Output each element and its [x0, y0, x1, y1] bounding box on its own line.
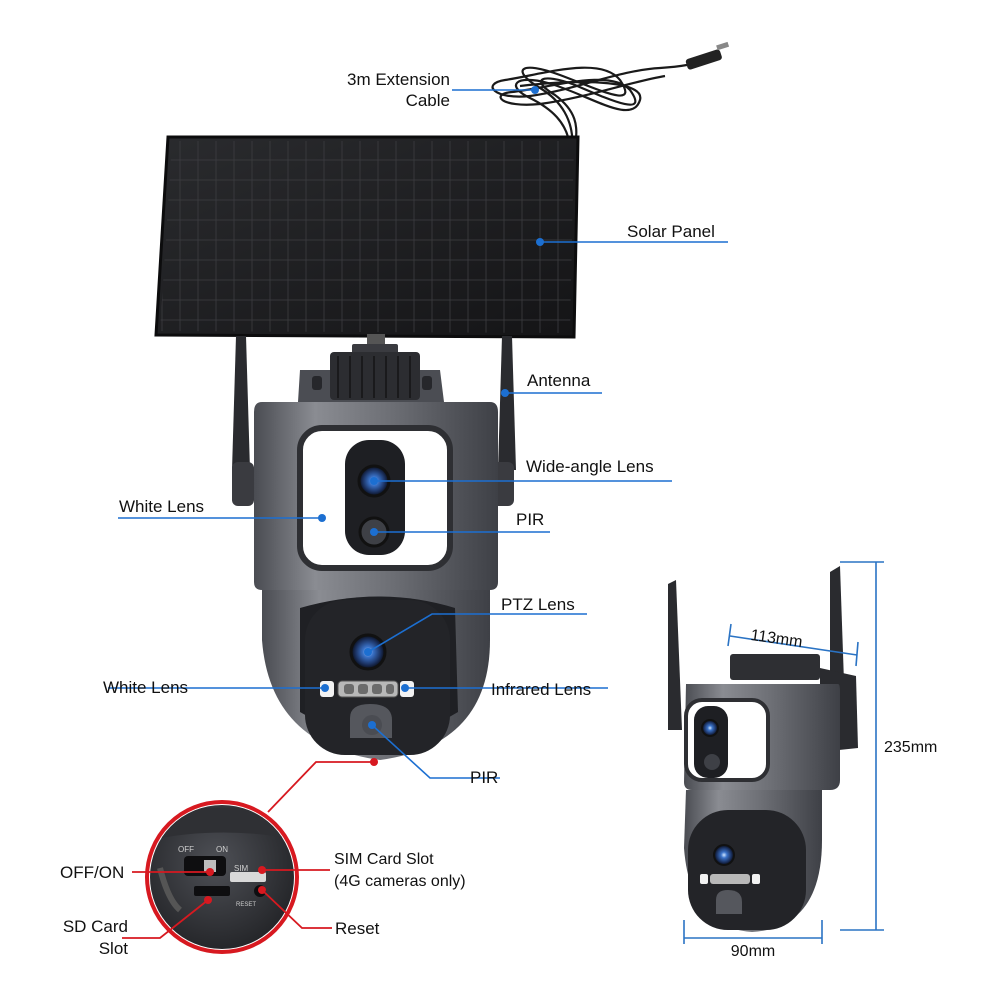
device-on-text: ON [216, 845, 228, 854]
callout-lines [108, 89, 728, 779]
camera-mount [298, 334, 444, 402]
camera-body [254, 402, 498, 760]
label-pir-top: PIR [516, 510, 545, 529]
label-sim-line1: SIM Card Slot [334, 851, 434, 868]
label-solar-panel: Solar Panel [627, 222, 715, 241]
dimension-width-bottom: 90mm [730, 943, 776, 960]
cable-connector [685, 49, 722, 70]
extension-cable [491, 56, 719, 158]
label-sd-line2: Slot [98, 939, 128, 958]
callout-dots [318, 86, 544, 729]
label-pir-bottom: PIR [470, 768, 499, 787]
label-sim-line2: (4G cameras only) [334, 873, 466, 890]
label-sd-line1: SD Card [62, 917, 128, 936]
label-infrared-lens: Infrared Lens [491, 680, 592, 699]
label-antenna: Antenna [527, 371, 591, 390]
dimension-height: 235mm [884, 739, 938, 756]
label-reset: Reset [335, 919, 380, 938]
solar-panel [154, 135, 580, 339]
label-white-lens-bottom: White Lens [103, 678, 189, 697]
device-sim-text: SIM [234, 864, 249, 873]
device-off-text: OFF [178, 845, 194, 854]
label-wide-angle-lens: Wide-angle Lens [526, 457, 654, 476]
red-callout-lines [122, 761, 374, 939]
label-cable-line2: Cable [405, 91, 450, 110]
dimension-lines [683, 561, 884, 944]
label-cable-line1: 3m Extension [347, 70, 450, 89]
device-reset-text: RESET [236, 902, 256, 908]
label-ptz-lens: PTZ Lens [501, 595, 575, 614]
red-callout-dots [204, 758, 378, 904]
label-off-on: OFF/ON [60, 863, 125, 882]
side-view-camera [668, 566, 858, 932]
bottom-detail-zoom: OFF ON SIM RESET [145, 800, 299, 954]
label-white-lens-top: White Lens [119, 497, 205, 516]
